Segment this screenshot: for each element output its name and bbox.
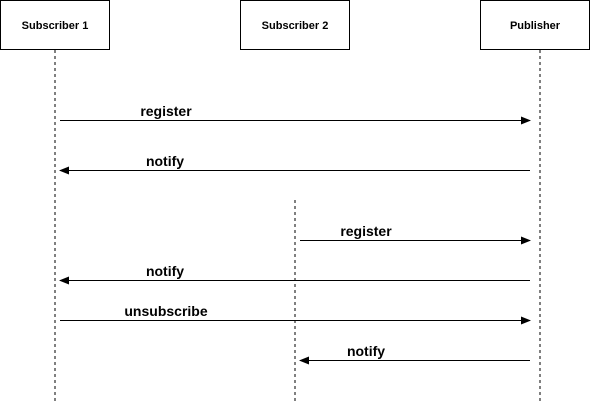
message-label: register: [340, 223, 392, 239]
participant-label: Publisher: [510, 20, 561, 32]
message-notify-2: notify: [59, 263, 530, 285]
message-notify-1: notify: [59, 153, 530, 175]
message-register-1: register: [60, 103, 531, 125]
message-register-2: register: [300, 223, 531, 245]
message-label: notify: [146, 153, 184, 169]
message-unsubscribe: unsubscribe: [60, 303, 531, 325]
message-label: notify: [146, 263, 184, 279]
participant-publisher: Publisher: [480, 0, 590, 50]
participant-label: Subscriber 2: [262, 20, 329, 32]
message-label: notify: [347, 343, 385, 359]
participant-box: [0, 0, 110, 50]
participant-label: Subscriber 1: [22, 20, 89, 32]
participant-box: [480, 0, 590, 50]
message-notify-3: notify: [299, 343, 530, 365]
participant-subscriber-2: Subscriber 2: [240, 0, 350, 50]
message-label: register: [140, 103, 192, 119]
message-label: unsubscribe: [124, 303, 207, 319]
participant-subscriber-1: Subscriber 1: [0, 0, 110, 50]
participant-box: [240, 0, 350, 50]
